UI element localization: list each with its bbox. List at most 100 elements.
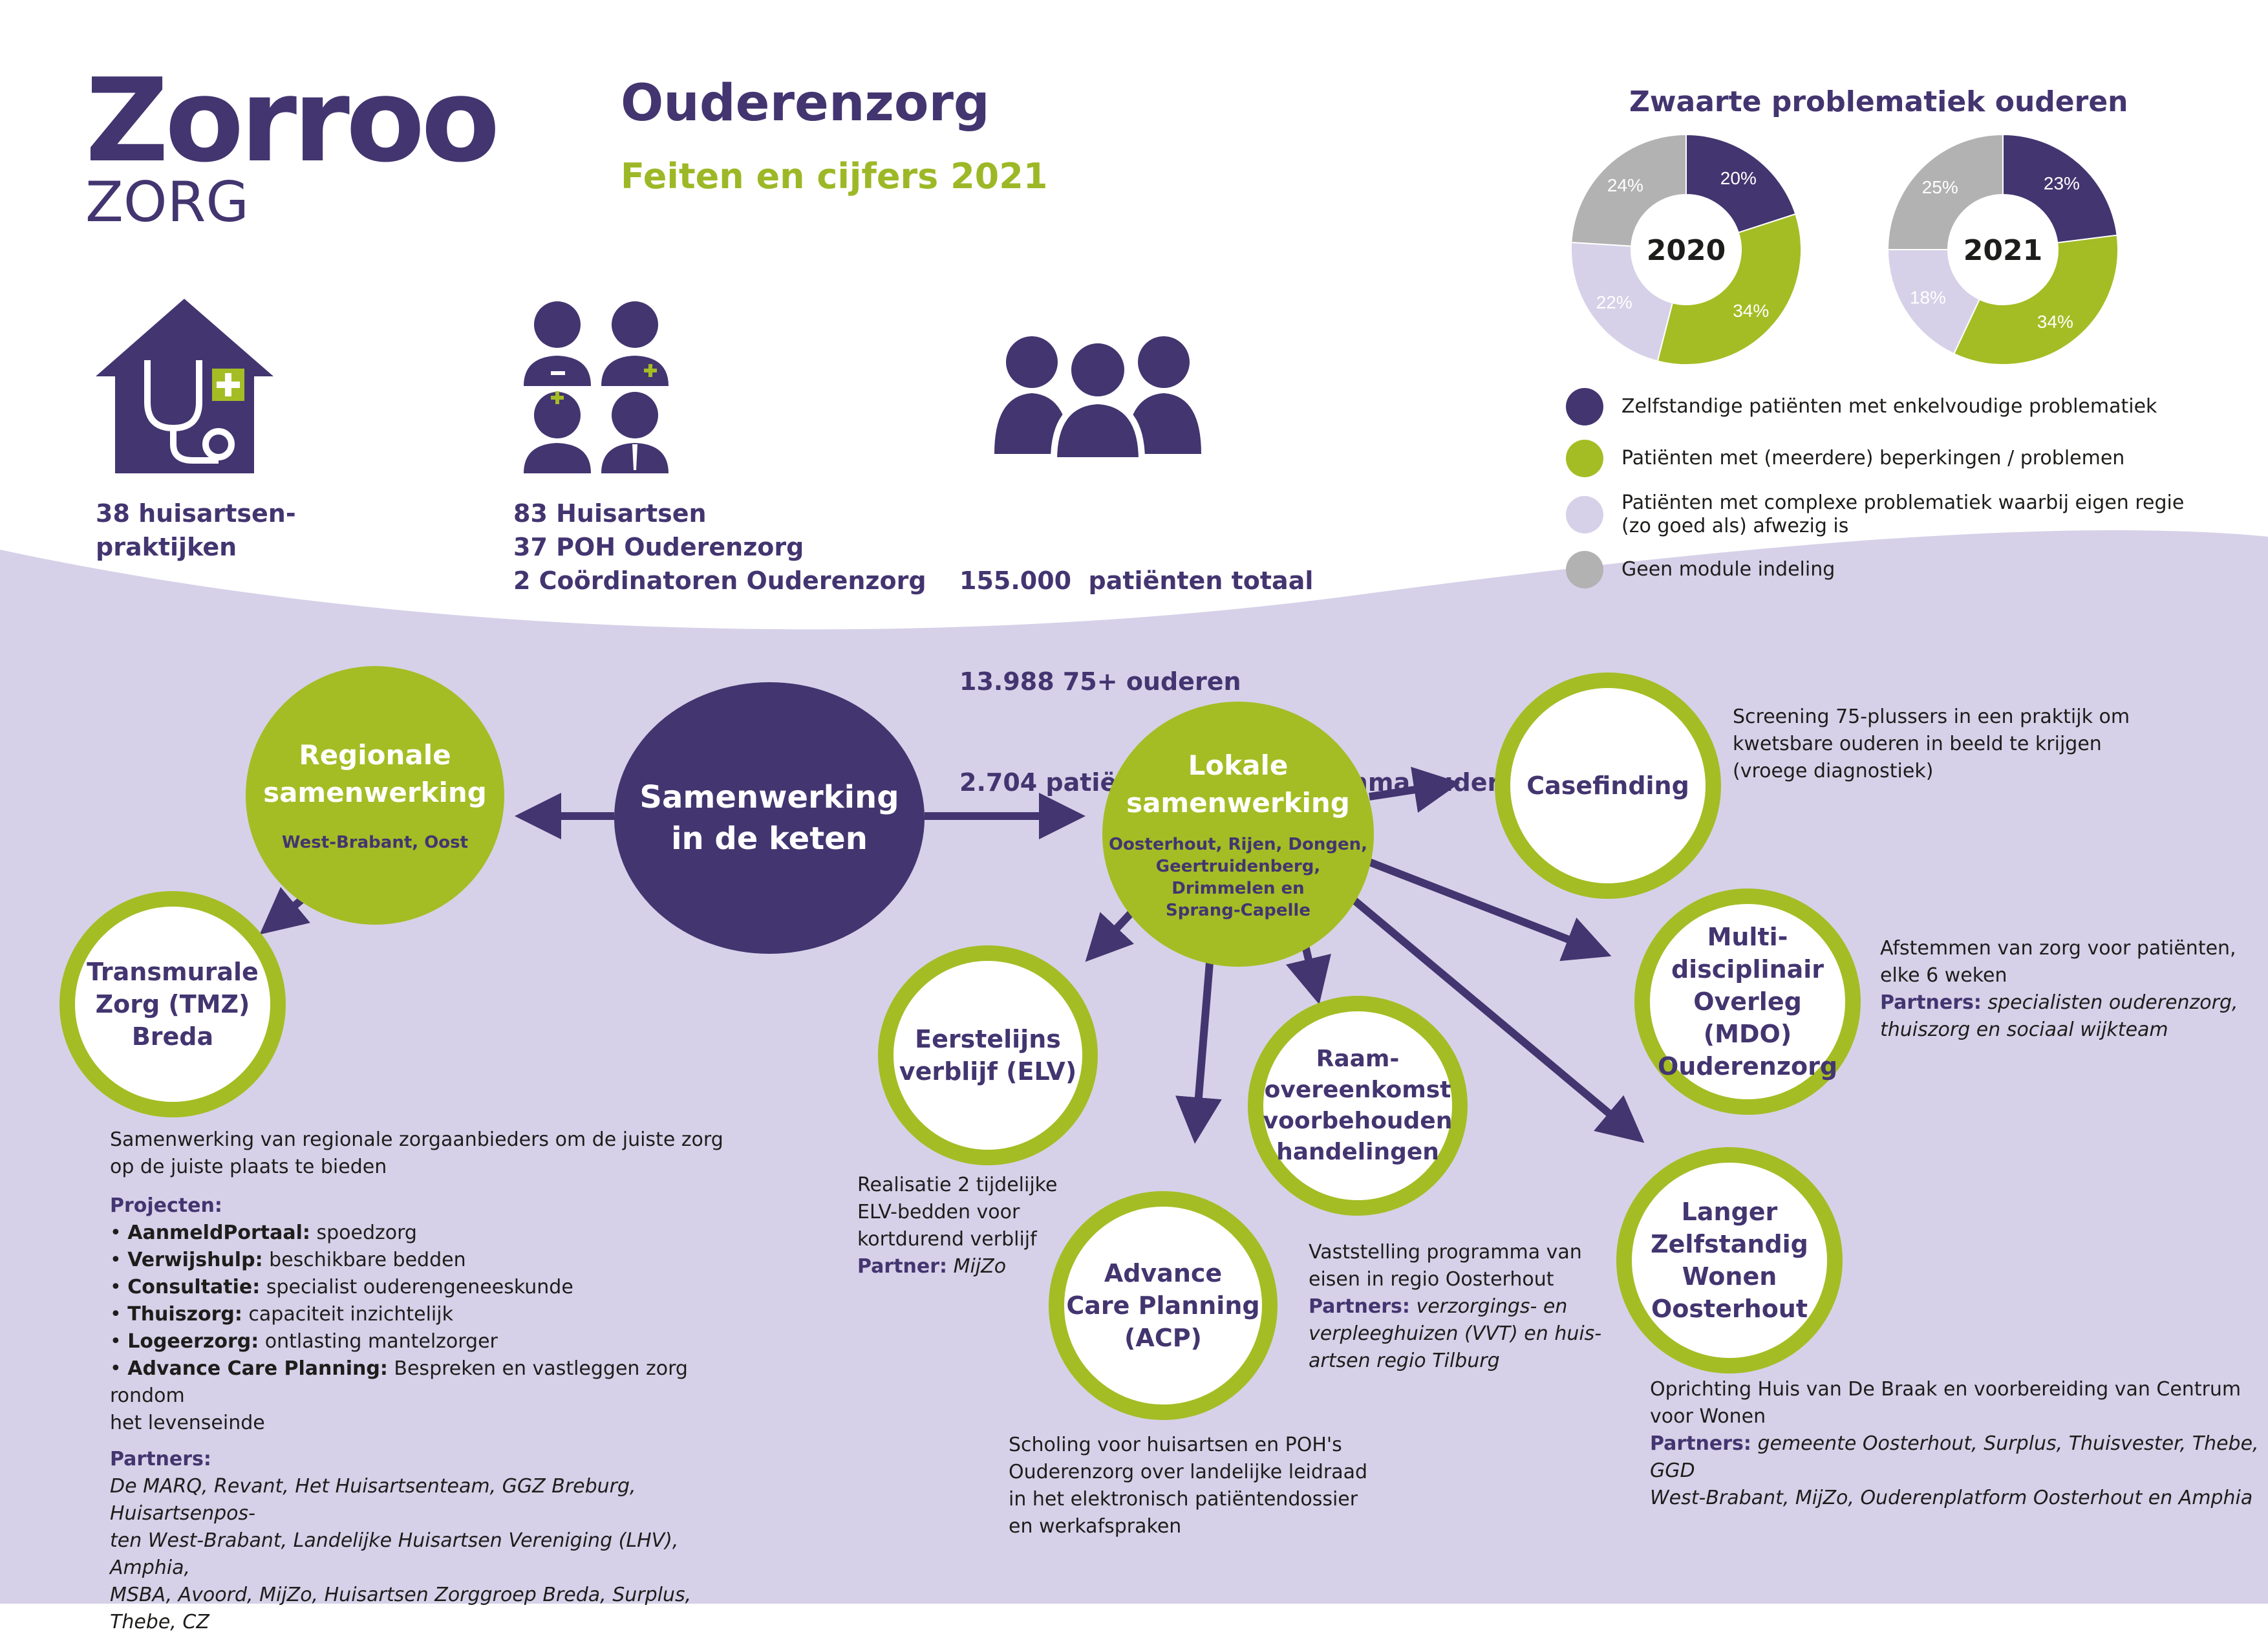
regional-node: Regionale samenwerking West-Brabant, Oos…: [246, 666, 504, 925]
raam-node: Raam- overeenkomst voorbehouden handelin…: [1248, 996, 1468, 1216]
tmz-node-label: Transmurale Zorg (TMZ) Breda: [87, 958, 259, 1051]
stat-staff-line1: 83 Huisartsen: [513, 499, 707, 528]
pie-slice-label: 23%: [2044, 173, 2080, 193]
regional-node-sub: West-Brabant, Oost: [281, 833, 469, 852]
elv-partners-text: MijZo: [947, 1255, 1007, 1278]
project-desc: spoedzorg: [310, 1222, 417, 1244]
raam-description-text: Vaststelling programma van eisen in regi…: [1309, 1241, 1582, 1291]
tmz-partners-label: Partners:: [110, 1448, 211, 1470]
pie-center-year-label: 2021: [1963, 234, 2042, 267]
lzw-description-text: Oprichting Huis van De Braak en voorbere…: [1650, 1378, 2241, 1428]
lzw-partners-text: gemeente Oosterhout, Surplus, Thuisveste…: [1650, 1432, 2259, 1509]
legend-label: Geen module indeling: [1621, 558, 1835, 581]
pie-slice: [1570, 241, 1674, 362]
legend-item-3: Patiënten met complexe problematiek waar…: [1566, 491, 2184, 538]
pie-slice-label: 22%: [1596, 292, 1632, 312]
regional-node-title: Regionale samenwerking: [263, 739, 487, 808]
elv-description-text: Realisatie 2 tijdelijke ELV-bedden voor …: [857, 1174, 1058, 1251]
pie-slice-label: 25%: [1922, 177, 1958, 197]
pie-slice-label: 18%: [1910, 288, 1946, 308]
project-desc: ontlasting mantelzorger: [259, 1330, 498, 1353]
casefinding-description: Screening 75-plussers in een praktijk om…: [1733, 705, 2130, 782]
local-node-title: Lokale samenwerking: [1126, 749, 1350, 819]
project-item: Advance Care Planning: Bespreken en vast…: [110, 1355, 744, 1437]
pie-slice: [1685, 133, 1797, 233]
page-title: Ouderenzorg: [621, 74, 990, 133]
logo-word: Zorroo: [85, 54, 500, 188]
raam-description: Vaststelling programma van eisen in regi…: [1309, 1239, 1601, 1375]
project-item: Verwijshulp: beschikbare bedden: [110, 1247, 744, 1274]
tmz-description-text: Samenwerking van regionale zorgaanbieder…: [110, 1128, 723, 1178]
center-node-label: Samenwerking in de keten: [639, 779, 899, 857]
project-name: Advance Care Planning:: [127, 1357, 388, 1380]
projects-label: Projecten:: [110, 1194, 222, 1217]
mdo-description-text: Afstemmen van zorg voor patiënten, elke …: [1880, 937, 2236, 987]
lzw-node-label: Langer Zelfstandig Wonen Oosterhout: [1651, 1198, 1808, 1323]
lzw-node: Langer Zelfstandig Wonen Oosterhout: [1616, 1147, 1843, 1373]
pie-center-year-label: 2020: [1647, 234, 1726, 267]
project-name: Verwijshulp:: [127, 1249, 263, 1271]
local-node: Lokale samenwerking Oosterhout, Rijen, D…: [1102, 702, 1374, 967]
mdo-description: Afstemmen van zorg voor patiënten, elke …: [1880, 935, 2238, 1044]
elv-partners-label: Partner:: [857, 1255, 948, 1278]
stat-patients-line1: 155.000 patiënten totaal: [959, 566, 1314, 595]
raam-node-label: Raam- overeenkomst voorbehouden handelin…: [1263, 1046, 1453, 1165]
lzw-partners: Partners: gemeente Oosterhout, Surplus, …: [1650, 1430, 2268, 1512]
legend-item-4: Geen module indeling: [1566, 551, 1835, 588]
project-desc: Bespreken en vastleggen zorg rondom het …: [110, 1357, 688, 1434]
pie-slice: [1570, 133, 1687, 247]
elv-description: Realisatie 2 tijdelijke ELV-bedden voor …: [857, 1172, 1057, 1280]
tmz-description: Samenwerking van regionale zorgaanbieder…: [110, 1126, 744, 1636]
project-desc: capaciteit inzichtelijk: [242, 1303, 453, 1326]
acp-description: Scholing voor huisartsen en POH's Oudere…: [1009, 1434, 1368, 1538]
stat-practices-line2: praktijken: [96, 533, 237, 561]
elv-partners: Partner: MijZo: [857, 1253, 1057, 1280]
legend-item-2: Patiënten met (meerdere) beperkingen / p…: [1566, 440, 2124, 477]
tmz-node: Transmurale Zorg (TMZ) Breda: [59, 891, 286, 1117]
projects-list: AanmeldPortaal: spoedzorg Verwijshulp: b…: [110, 1220, 744, 1437]
raam-partners-text: verzorgings- en verpleeghuizen (VVT) en …: [1309, 1295, 1602, 1372]
stat-staff-line2: 37 POH Ouderenzorg: [513, 533, 804, 561]
legend-dot: [1566, 496, 1603, 533]
pie-chart-2020: 20%34%22%24%2020: [1570, 133, 1802, 365]
lzw-description: Oprichting Huis van De Braak en voorbere…: [1650, 1376, 2268, 1512]
legend-dot: [1566, 388, 1603, 425]
mdo-partners: Partners: specialisten ouderenzorg, thui…: [1880, 989, 2238, 1044]
elv-node: Eerstelijns verblijf (ELV): [878, 945, 1098, 1165]
project-name: AanmeldPortaal:: [127, 1222, 310, 1244]
pie-slice-label: 20%: [1720, 168, 1757, 188]
mdo-node: Multi- disciplinair Overleg (MDO) Oudere…: [1634, 888, 1861, 1115]
pie-slice: [1952, 234, 2119, 365]
stat-practices-line1: 38 huisartsen-: [96, 499, 296, 528]
patients-group-icon: [994, 336, 1201, 460]
project-item: AanmeldPortaal: spoedzorg: [110, 1220, 744, 1247]
project-name: Thuiszorg:: [127, 1303, 242, 1326]
lzw-partners-label: Partners:: [1650, 1432, 1751, 1455]
legend-dot: [1566, 551, 1603, 588]
stat-patients-line2: 13.988 75+ ouderen: [959, 667, 1241, 696]
elv-node-label: Eerstelijns verblijf (ELV): [899, 1025, 1077, 1086]
casefinding-node: Casefinding: [1495, 673, 1721, 899]
project-item: Consultatie: specialist ouderengeneeskun…: [110, 1274, 744, 1301]
center-node: Samenwerking in de keten: [614, 682, 925, 954]
project-name: Logeerzorg:: [127, 1330, 259, 1353]
raam-partners: Partners: verzorgings- en verpleeghuizen…: [1309, 1293, 1601, 1375]
project-name: Consultatie:: [127, 1276, 261, 1298]
acp-node: Advance Care Planning (ACP): [1049, 1191, 1278, 1420]
logo: Zorroo ZORG: [85, 54, 500, 241]
pie-slice: [2002, 133, 2118, 244]
mdo-node-label: Multi- disciplinair Overleg (MDO) Oudere…: [1657, 923, 1838, 1081]
mdo-partners-text: specialisten ouderenzorg, thuiszorg en s…: [1880, 991, 2238, 1041]
pie-chart-2021: 23%34%18%25%2021: [1887, 133, 2119, 365]
mdo-partners-label: Partners:: [1880, 991, 1982, 1014]
local-node-sub: Oosterhout, Rijen, Dongen, Geertruidenbe…: [1108, 835, 1368, 920]
project-item: Thuiszorg: capaciteit inzichtelijk: [110, 1301, 744, 1328]
stat-staff-line3: 2 Coördinatoren Ouderenzorg: [513, 566, 926, 595]
legend-dot: [1566, 440, 1603, 477]
project-desc: beschikbare bedden: [262, 1249, 466, 1271]
pie-slice: [1656, 213, 1802, 365]
raam-partners-label: Partners:: [1309, 1295, 1410, 1318]
pie-slice-label: 34%: [1733, 301, 1769, 321]
chart-title: Zwaarte problematiek ouderen: [1629, 85, 2128, 118]
acp-node-label: Advance Care Planning (ACP): [1066, 1259, 1260, 1352]
